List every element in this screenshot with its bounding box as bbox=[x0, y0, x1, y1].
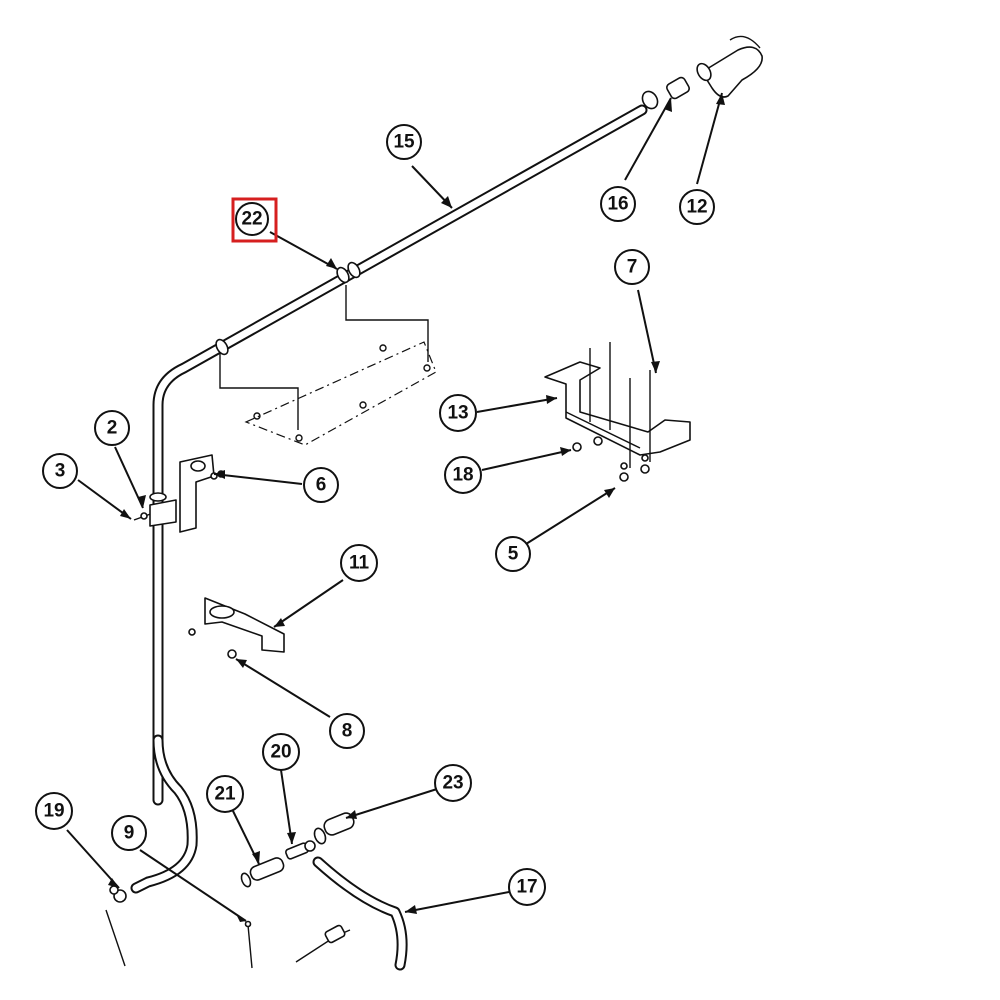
svg-text:16: 16 bbox=[607, 194, 628, 215]
svg-text:13: 13 bbox=[447, 403, 468, 424]
callout-12: 12 bbox=[679, 189, 715, 225]
leader-22 bbox=[269, 231, 338, 270]
callout-13: 13 bbox=[439, 394, 477, 432]
leader-12 bbox=[696, 92, 723, 185]
main-pipe bbox=[130, 104, 648, 894]
leader-9 bbox=[139, 849, 247, 922]
svg-text:22: 22 bbox=[241, 209, 262, 230]
callout-18: 18 bbox=[444, 456, 482, 494]
callout-15: 15 bbox=[386, 124, 422, 160]
leader-13 bbox=[476, 397, 558, 413]
svg-text:3: 3 bbox=[55, 461, 66, 482]
bracket-6 bbox=[133, 454, 225, 533]
arrowheads bbox=[108, 93, 725, 922]
callout-22: 22 bbox=[235, 202, 269, 236]
nozzle-assembly bbox=[641, 35, 763, 110]
svg-text:8: 8 bbox=[342, 721, 353, 742]
svg-text:6: 6 bbox=[316, 475, 327, 496]
leader-16 bbox=[624, 97, 672, 181]
callout-8: 8 bbox=[329, 713, 365, 749]
highlight-box-22 bbox=[231, 197, 278, 243]
svg-text:12: 12 bbox=[686, 197, 707, 218]
svg-text:23: 23 bbox=[442, 773, 463, 794]
callout-5: 5 bbox=[495, 536, 531, 572]
leader-18 bbox=[481, 449, 572, 471]
leader-5 bbox=[525, 487, 616, 545]
callout-17: 17 bbox=[508, 868, 546, 906]
callout-6: 6 bbox=[303, 467, 339, 503]
callout-19: 19 bbox=[35, 792, 73, 830]
bracket-13 bbox=[544, 342, 691, 482]
callout-7: 7 bbox=[614, 249, 650, 285]
bottom-fittings bbox=[105, 885, 351, 969]
mounting-plate bbox=[219, 285, 437, 446]
leader-2 bbox=[114, 446, 144, 509]
svg-text:18: 18 bbox=[452, 465, 473, 486]
callout-21: 21 bbox=[206, 775, 244, 813]
bracket-11 bbox=[188, 597, 285, 659]
callout-9: 9 bbox=[111, 815, 147, 851]
leader-7 bbox=[637, 289, 657, 374]
callout-3: 3 bbox=[42, 453, 78, 489]
pipe-clamps bbox=[149, 261, 361, 502]
svg-text:15: 15 bbox=[393, 132, 415, 153]
leader-6 bbox=[213, 473, 303, 485]
leader-17 bbox=[404, 891, 510, 913]
svg-text:20: 20 bbox=[270, 742, 291, 763]
leader-20 bbox=[280, 769, 293, 845]
svg-text:21: 21 bbox=[214, 784, 236, 805]
svg-text:17: 17 bbox=[516, 877, 537, 898]
svg-text:19: 19 bbox=[43, 801, 64, 822]
svg-text:9: 9 bbox=[124, 823, 135, 844]
svg-text:11: 11 bbox=[349, 553, 370, 574]
leader-19 bbox=[66, 829, 120, 889]
callout-23: 23 bbox=[434, 764, 472, 802]
callout-16: 16 bbox=[600, 186, 636, 222]
callout-2: 2 bbox=[94, 410, 130, 446]
svg-text:2: 2 bbox=[107, 418, 118, 439]
callout-20: 20 bbox=[262, 733, 300, 771]
svg-text:5: 5 bbox=[508, 544, 519, 565]
fitting-assembly bbox=[240, 812, 408, 971]
leader-11 bbox=[273, 579, 344, 628]
leader-23 bbox=[345, 788, 438, 819]
svg-text:7: 7 bbox=[627, 257, 638, 278]
callout-11: 11 bbox=[340, 544, 378, 582]
leader-8 bbox=[235, 658, 331, 718]
